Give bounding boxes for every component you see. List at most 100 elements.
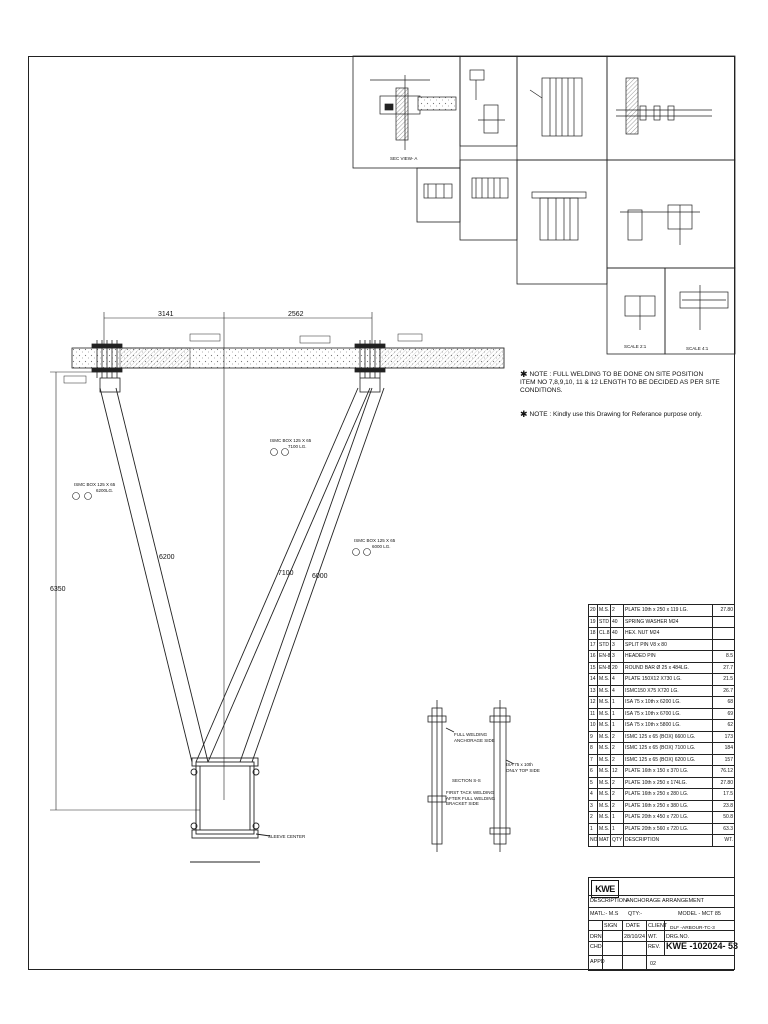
appd-label: APPD — [590, 959, 605, 965]
bom-cell-desc: ISMC 125 x 65 (BOX) 6200 LG. — [623, 753, 713, 766]
bom-cell-no: 19 — [588, 615, 598, 628]
bom-cell-qty: QTY — [610, 834, 624, 847]
bom-cell-mat: CL.8.8 — [597, 627, 611, 640]
bom-cell-wt: 62 — [712, 719, 735, 732]
bom-cell-mat: STD — [597, 615, 611, 628]
bom-cell-desc: ISMC 125 x 65 (BOX) 7100 LG. — [623, 742, 713, 755]
bom-cell-wt: 76.12 — [712, 765, 735, 778]
tag-right-line1: ISMC BOX 125 X 65 — [354, 538, 396, 543]
bom-cell-wt: 8.5 — [712, 650, 735, 663]
bom-cell-qty: 1 — [610, 696, 624, 709]
bom-cell-no: 2 — [588, 811, 598, 824]
bom-cell-no: 1 — [588, 822, 598, 835]
tag-member-right: ISMC BOX 125 X 65 6000 LG. — [354, 538, 395, 549]
tag-member-left: ISMC BOX 125 X 65 6200LG. — [74, 482, 115, 493]
top-dimension — [103, 312, 373, 800]
tb-left-border — [588, 877, 589, 970]
bom-cell-qty: 1 — [610, 811, 624, 824]
drg-no-label: DRG.NO. — [666, 934, 690, 940]
bom-cell-mat: M.S. — [597, 673, 611, 686]
bom-cell-desc: ISA 75 x 10th x 5800 LG. — [623, 719, 713, 732]
bom-cell-mat: M.S. — [597, 730, 611, 743]
bom-cell-qty: 40 — [610, 627, 624, 640]
bom-cell-desc: PLATE 150X12 X730 LG. — [623, 673, 713, 686]
bom-cell-desc: PLATE 16th x 250 x 280 LG. — [623, 788, 713, 801]
matl-label: MATL:- M.S — [590, 911, 619, 917]
dim-vertical: 6350 — [50, 586, 66, 593]
client-value: DLF -ARBOUR-TC-3 — [670, 926, 715, 931]
bom-cell-wt: 27.80 — [712, 604, 735, 617]
bom-cell-mat: M.S. — [597, 822, 611, 835]
label-sleeve-center: SLEEVE CENTER — [268, 834, 306, 839]
tb-divider-3 — [646, 920, 647, 970]
bom-cell-mat: M.S. — [597, 696, 611, 709]
title-block: KWE DESCRIPTION.- ANCHORAGE ARRANGEMENT … — [588, 877, 738, 971]
bom-cell-qty: 4 — [610, 684, 624, 697]
bom-cell-desc: ROUND BAR Ø 25 x 484LG. — [623, 661, 713, 674]
bom-cell-mat: M.S. — [597, 753, 611, 766]
bom-cell-qty: 2 — [610, 742, 624, 755]
bom-cell-mat: M.S. — [597, 684, 611, 697]
bom-cell-mat: M.S. — [597, 719, 611, 732]
bom-cell-mat: EN-8 — [597, 661, 611, 674]
appd-row: APPD 02 — [588, 955, 734, 967]
bom-cell-no: 9 — [588, 730, 598, 743]
bracket-detail — [531, 191, 587, 241]
chd-row: CHD REV. KWE -102024- 53 — [588, 941, 738, 951]
tag-right-line2: 6000 LG. — [372, 543, 391, 549]
bom-cell-desc: HEX. NUT M24 — [623, 627, 713, 640]
bom-cell-desc: DESCRIPTION — [623, 834, 713, 847]
bom-cell-qty: 2 — [610, 799, 624, 812]
bom-cell-wt: 17.5 — [712, 788, 735, 801]
matl-row: MATL:- M.S QTY:- MODEL - MCT 85 — [588, 907, 734, 917]
bom-cell-mat: EN-8 — [597, 650, 611, 663]
bom-cell-desc: PLATE 16th x 150 x 370 LG. — [623, 765, 713, 778]
bom-cell-mat: M.S. — [597, 788, 611, 801]
slab — [71, 347, 505, 369]
bom-cell-desc: ISMC 125 x 65 (BOX) 6600 LG. — [623, 730, 713, 743]
label-full-welding: FULL WELDING ANCHORAGE SIDE — [454, 732, 495, 743]
bom-cell-qty: 3 — [610, 650, 624, 663]
bom-cell-no: 18 — [588, 627, 598, 640]
left-anchor — [91, 340, 123, 393]
bom-cell-qty: 2 — [610, 604, 624, 617]
tb-bottom — [588, 970, 734, 971]
bom-cell-no: 20 — [588, 604, 598, 617]
bom-cell-wt: 69 — [712, 707, 735, 720]
bom-cell-wt: 173 — [712, 730, 735, 743]
tb-divider-1 — [602, 920, 603, 970]
member-mid — [195, 387, 371, 763]
bom-cell-qty: 4 — [610, 673, 624, 686]
bom-cell-wt — [712, 627, 735, 640]
label-sec-view: SEC VIEW- A — [390, 156, 418, 161]
channel-detail — [529, 77, 583, 137]
bom-cell-qty: 1 — [610, 822, 624, 835]
tag-mid-line1: ISMC BOX 125 X 65 — [270, 438, 312, 443]
bom-cell-mat: M.S. — [597, 604, 611, 617]
bom-cell-no: 6 — [588, 765, 598, 778]
tb-right-border — [734, 877, 735, 970]
plate-detail — [423, 183, 453, 199]
bom-cell-wt: 27.7 — [712, 661, 735, 674]
bom-cell-qty: 2 — [610, 776, 624, 789]
bar-detail — [471, 177, 509, 199]
bom-cell-no: 4 — [588, 788, 598, 801]
bom-cell-no: 7 — [588, 753, 598, 766]
bom-cell-qty: 12 — [610, 765, 624, 778]
bom-cell-wt: 26.7 — [712, 684, 735, 697]
dim-member-right: 6000 — [312, 573, 328, 580]
only-top-line: ONLY TOP SIDE — [506, 767, 540, 773]
rev-label: REV. — [648, 944, 661, 950]
note-welding: ✱NOTE : FULL WELDING TO BE DONE ON SITE … — [520, 370, 720, 395]
bom-cell-qty: 2 — [610, 730, 624, 743]
bom-cell-wt — [712, 615, 735, 628]
scale-details — [624, 285, 729, 330]
sign-label: SIGN — [604, 923, 618, 929]
bom-cell-wt: 27.80 — [712, 776, 735, 789]
bom-cell-no: 15 — [588, 661, 598, 674]
bracket-box — [190, 757, 271, 863]
